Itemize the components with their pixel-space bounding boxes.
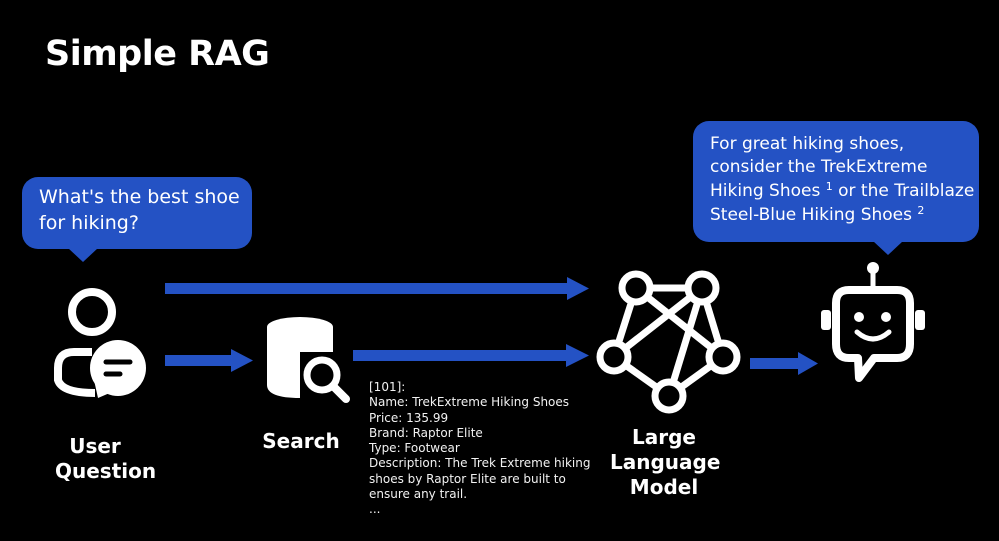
arrow-search-to-llm — [353, 344, 589, 367]
doc-line: Description: The Trek Extreme hiking — [369, 456, 591, 471]
doc-line: shoes by Raptor Elite are built to — [369, 471, 566, 486]
question-bubble-tail — [68, 248, 98, 262]
question-line-2: for hiking? — [39, 212, 139, 234]
label-user-question-line-2: Question — [55, 459, 157, 483]
doc-line: Name: TrekExtreme Hiking Shoes — [369, 395, 570, 410]
label-llm-line-1: Large — [632, 425, 696, 449]
citation-2: 2 — [917, 204, 925, 217]
network-graph-icon — [596, 270, 741, 414]
answer-bubble-tail — [873, 241, 903, 255]
answer-line-3: Hiking Shoes 1 or the Trailblaze — [710, 180, 975, 202]
doc-line: [101]: — [369, 380, 406, 394]
doc-line: Type: Footwear — [369, 441, 460, 456]
arrow-llm-to-bot — [750, 352, 818, 375]
arrow-question-to-llm — [165, 277, 589, 300]
question-line-1: What's the best shoe — [39, 186, 240, 208]
answer-line-4: Steel-Blue Hiking Shoes 2 — [710, 204, 925, 226]
answer-connector: or the Trailblaze — [832, 181, 975, 201]
doc-line: ... — [369, 502, 381, 517]
page-title: Simple RAG — [45, 34, 270, 74]
label-llm: Large Language Model — [610, 425, 721, 500]
answer-bubble: For great hiking shoes, consider the Tre… — [693, 121, 979, 242]
doc-line: Brand: Raptor Elite — [369, 425, 483, 440]
label-search: Search — [260, 429, 342, 454]
citation-1: 1 — [825, 180, 833, 193]
answer-line-1: For great hiking shoes, — [710, 134, 905, 154]
arrow-question-to-search — [165, 349, 253, 372]
label-search-line-1: Search — [262, 429, 340, 453]
robot-chat-icon — [821, 262, 925, 382]
label-user-question: User Question — [55, 434, 157, 484]
label-llm-line-2: Language — [610, 450, 721, 474]
person-with-chat-icon — [54, 288, 146, 398]
label-user-question-line-1: User — [69, 434, 121, 458]
doc-line: ensure any trail. — [369, 487, 468, 502]
label-llm-line-3: Model — [629, 475, 699, 499]
answer-product-2: Steel-Blue Hiking Shoes — [710, 205, 912, 225]
answer-line-2: consider the TrekExtreme — [710, 157, 928, 177]
doc-line: Price: 135.99 — [369, 410, 449, 425]
retrieved-document: [101]: Name: TrekExtreme Hiking Shoes Pr… — [369, 380, 591, 518]
database-search-icon — [267, 317, 350, 403]
question-bubble: What's the best shoe for hiking? — [22, 177, 252, 249]
answer-product-1: Hiking Shoes — [710, 181, 821, 201]
